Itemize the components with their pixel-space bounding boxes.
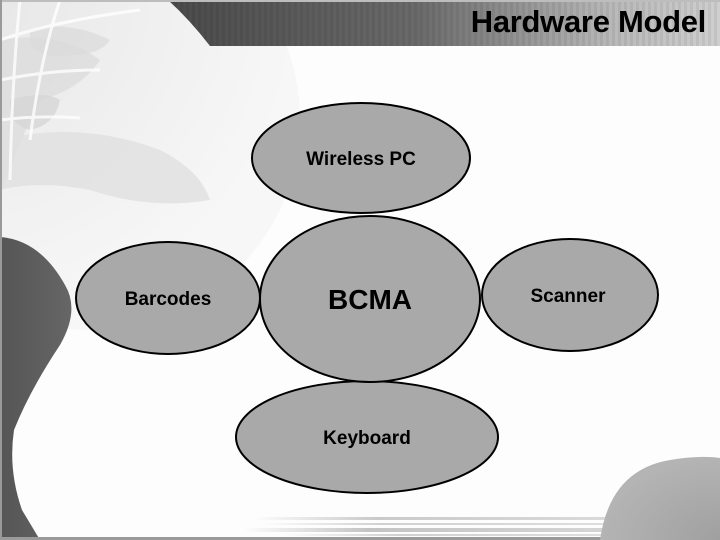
node-label-bcma: BCMA bbox=[328, 284, 412, 315]
node-label-keyboard: Keyboard bbox=[323, 428, 411, 449]
node-label-scanner: Scanner bbox=[531, 286, 607, 307]
slide-title: Hardware Model bbox=[470, 4, 707, 39]
title-banner bbox=[0, 0, 720, 46]
globe-watermark bbox=[0, 0, 300, 330]
node-label-barcodes: Barcodes bbox=[125, 289, 212, 310]
corner-shape bbox=[600, 456, 720, 540]
node-barcodes: Barcodes bbox=[75, 241, 261, 355]
node-bcma-center: BCMA bbox=[259, 215, 481, 383]
left-side-curve bbox=[0, 0, 72, 540]
node-wireless-pc: Wireless PC bbox=[251, 102, 471, 214]
node-scanner: Scanner bbox=[481, 238, 659, 352]
node-keyboard: Keyboard bbox=[235, 380, 499, 494]
node-label-wireless-pc: Wireless PC bbox=[306, 149, 416, 170]
bottom-streaks bbox=[0, 517, 720, 540]
